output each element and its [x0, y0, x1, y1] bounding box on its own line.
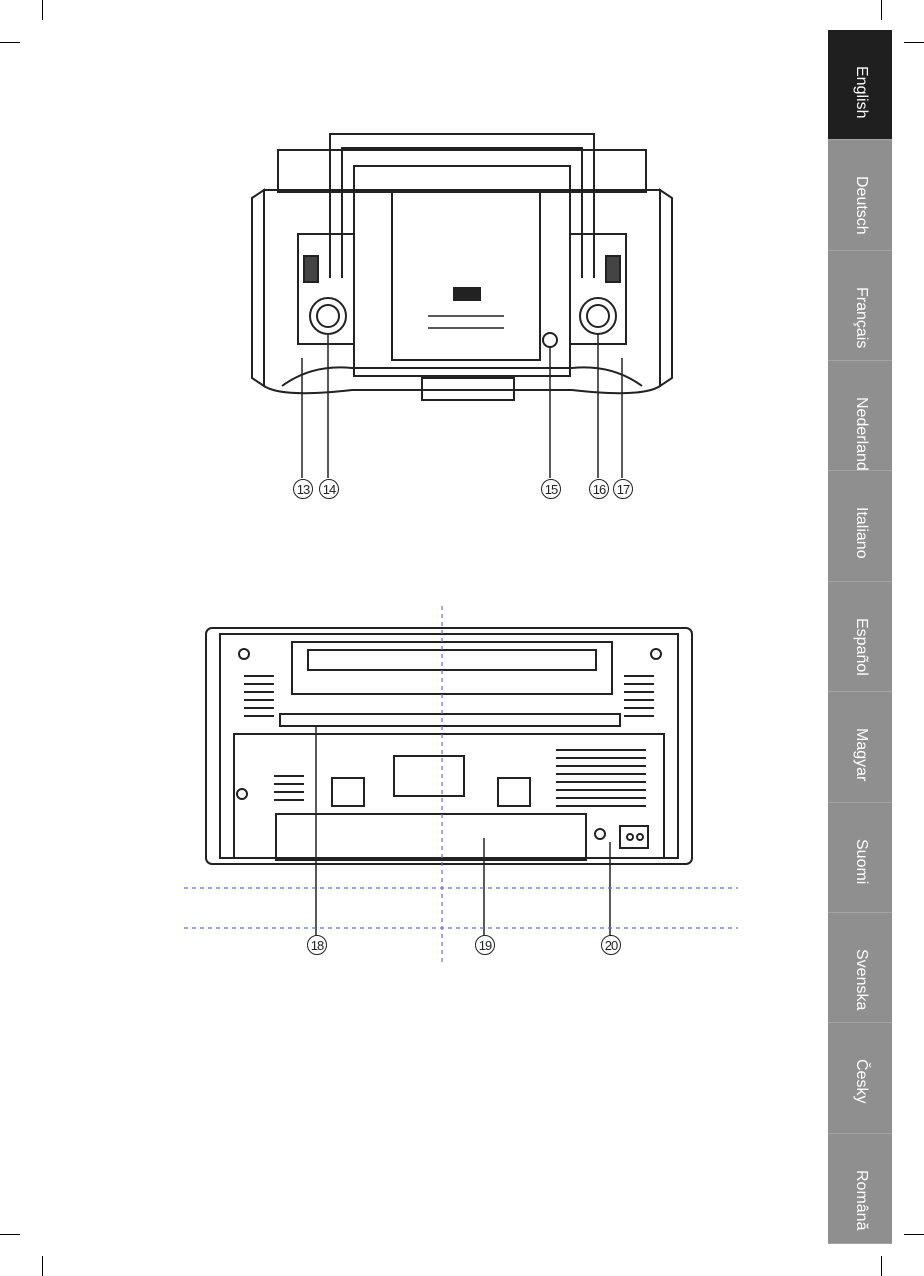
callout-16: 16 — [589, 479, 609, 499]
tab-svenska[interactable]: Svenska — [828, 913, 892, 1023]
tab-label: Español — [852, 618, 870, 676]
rear-view-illustration: 18 19 20 — [184, 606, 738, 966]
tab-cesky[interactable]: Česky — [828, 1023, 892, 1133]
tab-italiano[interactable]: Italiano — [828, 471, 892, 581]
callout-19: 19 — [475, 935, 495, 955]
tab-label: Deutsch — [852, 176, 870, 235]
tab-deutsch[interactable]: Deutsch — [828, 140, 892, 250]
callout-17: 17 — [613, 479, 633, 499]
tab-romana[interactable]: Română — [828, 1134, 892, 1244]
crop-mark — [904, 1234, 924, 1235]
tab-label: English — [852, 66, 870, 118]
crop-mark — [42, 0, 43, 20]
crop-mark — [0, 42, 20, 43]
tab-nederlands[interactable]: Nederlands — [828, 361, 892, 471]
tab-label: Suomi — [852, 839, 870, 884]
tab-label: Magyar — [852, 728, 870, 781]
front-view-illustration: 13 14 15 16 17 — [242, 128, 682, 504]
tab-label: Svenska — [852, 949, 870, 1010]
tab-label: Italiano — [852, 507, 870, 559]
crop-mark — [881, 1256, 882, 1276]
tab-espanol[interactable]: Español — [828, 582, 892, 692]
callout-18: 18 — [307, 935, 327, 955]
tab-francais[interactable]: Français — [828, 251, 892, 361]
tab-magyar[interactable]: Magyar — [828, 692, 892, 802]
crop-mark — [0, 1234, 20, 1235]
crop-mark — [904, 42, 924, 43]
crop-mark — [881, 0, 882, 20]
tab-label: Français — [852, 287, 870, 348]
tab-label: Česky — [852, 1059, 870, 1103]
rear-view-drawing — [184, 606, 738, 966]
callout-20: 20 — [601, 935, 621, 955]
language-tab-strip: English Deutsch Français Nederlands Ital… — [828, 30, 892, 1244]
crop-mark — [42, 1256, 43, 1276]
callout-14: 14 — [319, 479, 339, 499]
tab-label: Nederlands — [852, 397, 870, 479]
tab-label: Română — [852, 1170, 870, 1230]
front-view-drawing — [242, 128, 682, 504]
tab-english[interactable]: English — [828, 30, 892, 140]
callout-13: 13 — [293, 479, 313, 499]
tab-suomi[interactable]: Suomi — [828, 803, 892, 913]
callout-15: 15 — [541, 479, 561, 499]
